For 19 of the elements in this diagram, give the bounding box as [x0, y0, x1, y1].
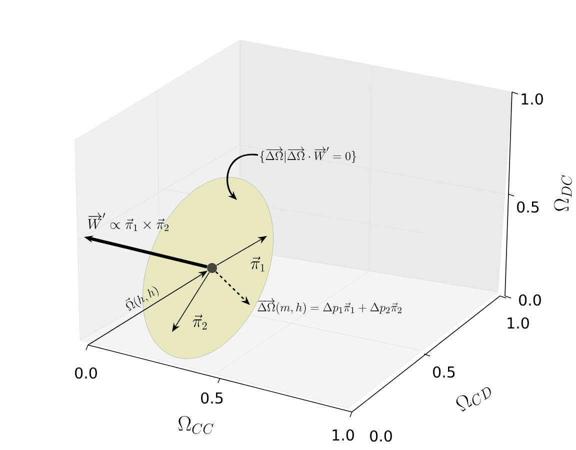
tick-label: 0.5 [201, 392, 223, 404]
tick-label: 0.5 [517, 201, 539, 213]
tick-label: 0.0 [370, 430, 392, 442]
set-label: $\{\overrightarrow{\Delta\Omega}|\overrightarrow{\Delta\Omega}\cdot\overrightarrow{W}'=0\}$ [260, 146, 356, 163]
axis-label: $\Omega_{CC}$ [178, 416, 214, 434]
tick-label: 0.0 [75, 367, 97, 379]
tick-label: 1.0 [522, 93, 543, 105]
edge-label: $\vec{\pi}_2$ [192, 314, 207, 330]
edge-label: $\vec{\Omega}(h,h)$ [125, 286, 158, 311]
tick-label: 1.0 [508, 317, 529, 329]
edge-label: $\vec{\pi}_1$ [250, 256, 264, 272]
axis-label: $\Omega_{DC}$ [554, 175, 572, 212]
tick-label: 1.0 [332, 429, 354, 441]
tick-label: 0.5 [433, 366, 455, 378]
center-dot [207, 263, 217, 273]
axis-label: $\Omega_{CD}$ [456, 387, 491, 412]
edge-label: $\overrightarrow{\Delta\Omega}(m,h)=\Delta p_1\vec{\pi}_1+\Delta p_2\vec{\pi}_2$ [258, 298, 402, 314]
tick-label: 0.0 [519, 294, 541, 306]
edge-label: $\overrightarrow{W}'\propto\vec{\pi}_1\times\vec{\pi}_2$ [88, 212, 168, 231]
